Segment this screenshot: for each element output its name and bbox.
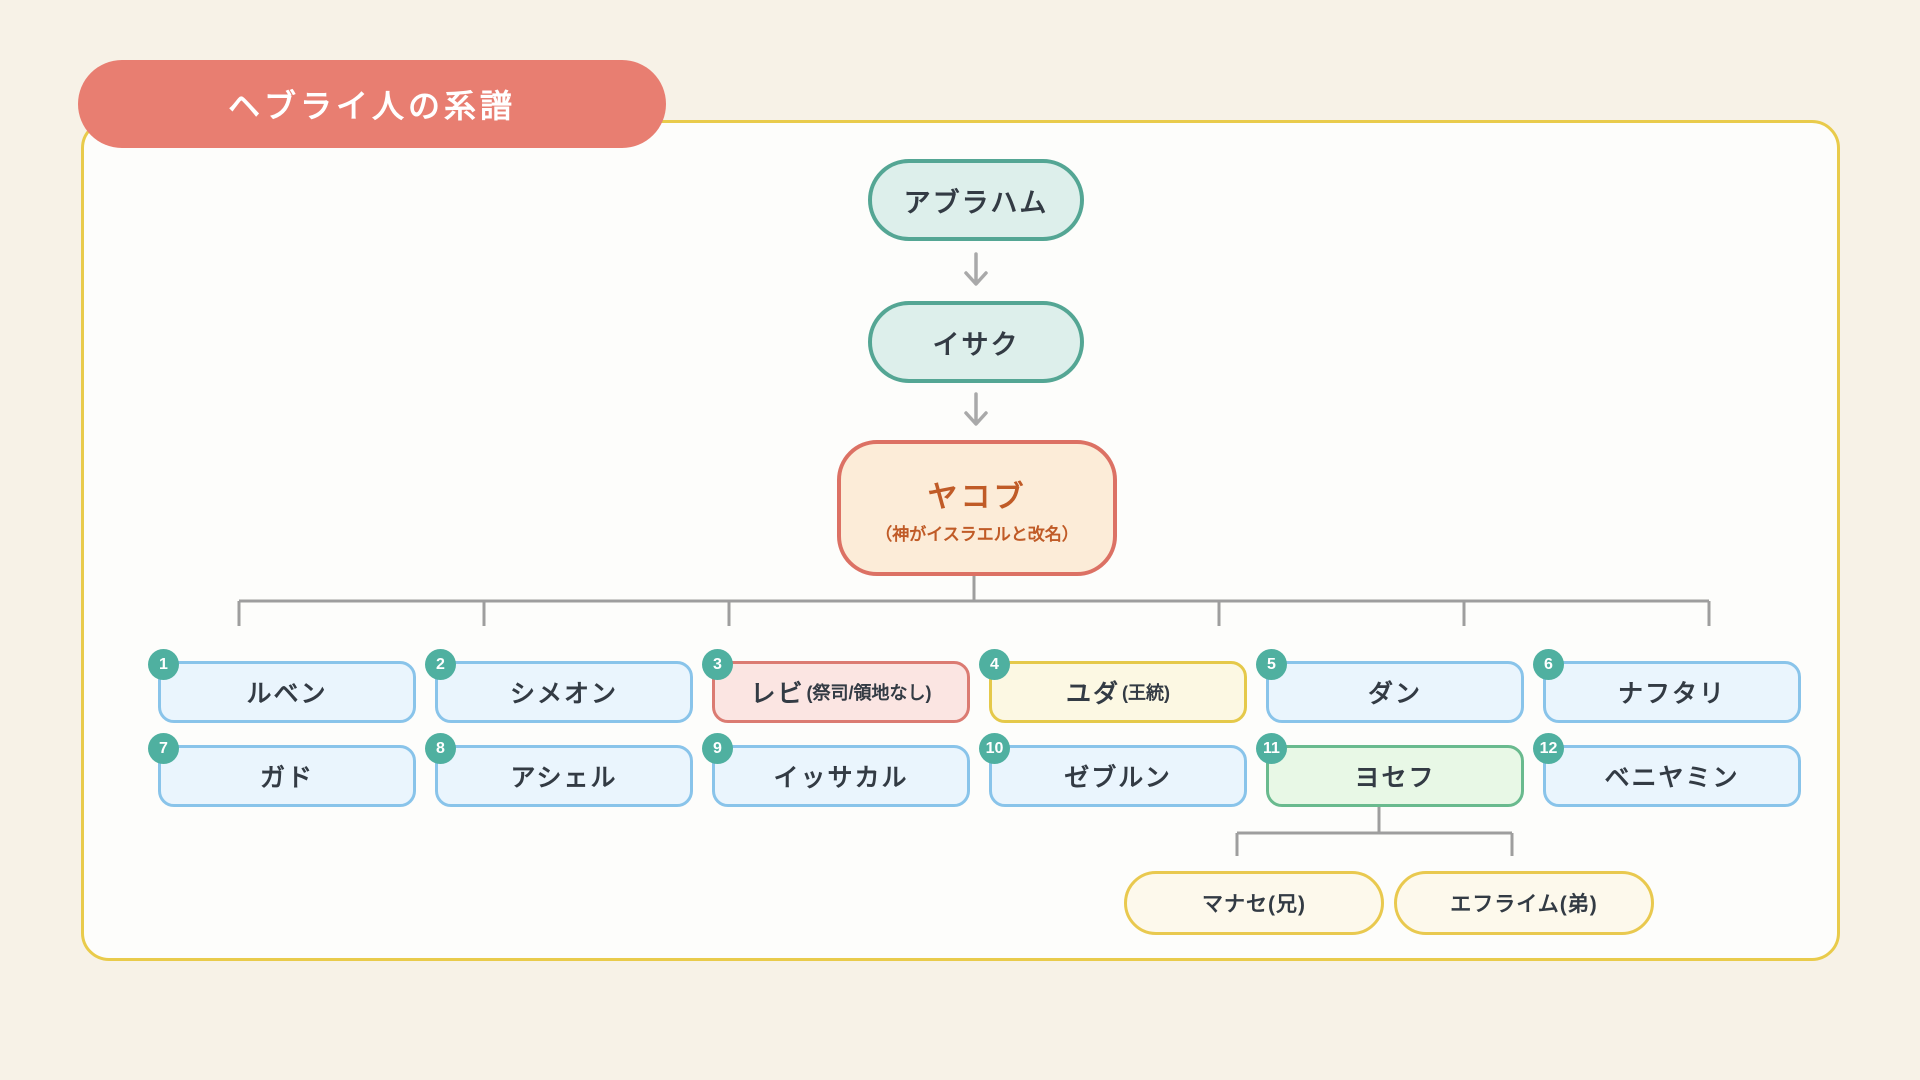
number-badge: 4 xyxy=(979,649,1010,680)
node-son-asher: 8 アシェル xyxy=(425,733,693,807)
son-label: ヨセフ xyxy=(1354,764,1436,792)
node-son-naphtali: 6 ナフタリ xyxy=(1533,649,1801,723)
son-label: ユダ xyxy=(1065,680,1120,708)
node-ephraim-label: エフライム(弟) xyxy=(1450,893,1598,916)
page-title: ヘブライ人の系譜 xyxy=(227,88,516,124)
down-arrow-icon xyxy=(964,392,988,426)
number-badge: 6 xyxy=(1533,649,1564,680)
number-badge: 11 xyxy=(1256,733,1287,764)
genealogy-panel: アブラハム イサク ヤコブ （神がイスラエルと改名） 1 ルベン 2 シメオン … xyxy=(81,120,1840,961)
son-label: ゼブルン xyxy=(1064,764,1172,792)
number-badge: 7 xyxy=(148,733,179,764)
down-arrow-icon xyxy=(964,252,988,286)
node-son-dan: 5 ダン xyxy=(1256,649,1524,723)
title-badge: ヘブライ人の系譜 xyxy=(78,60,666,148)
node-son-judah: 4 ユダ (王統) xyxy=(979,649,1247,723)
node-manasseh-label: マナセ(兄) xyxy=(1202,893,1306,916)
son-label: ベニヤミン xyxy=(1604,764,1740,792)
node-abraham: アブラハム xyxy=(868,159,1084,241)
number-badge: 12 xyxy=(1533,733,1564,764)
node-isaac: イサク xyxy=(868,301,1084,383)
number-badge: 8 xyxy=(425,733,456,764)
node-isaac-label: イサク xyxy=(932,329,1020,360)
node-son-zebulun: 10 ゼブルン xyxy=(979,733,1247,807)
number-badge: 9 xyxy=(702,733,733,764)
node-son-reuben: 1 ルベン xyxy=(148,649,416,723)
number-badge: 5 xyxy=(1256,649,1287,680)
son-label: ガド xyxy=(259,764,314,792)
node-son-simeon: 2 シメオン xyxy=(425,649,693,723)
number-badge: 2 xyxy=(425,649,456,680)
node-son-joseph: 11 ヨセフ xyxy=(1256,733,1524,807)
number-badge: 3 xyxy=(702,649,733,680)
node-jacob-note: （神がイスラエルと改名） xyxy=(875,524,1079,544)
node-manasseh: マナセ(兄) xyxy=(1124,871,1384,935)
number-badge: 10 xyxy=(979,733,1010,764)
node-ephraim: エフライム(弟) xyxy=(1394,871,1654,935)
node-son-issachar: 9 イッサカル xyxy=(702,733,970,807)
son-label: ナフタリ xyxy=(1617,680,1726,708)
node-jacob-label: ヤコブ xyxy=(927,480,1027,514)
node-son-levi: 3 レビ (祭司/領地なし) xyxy=(702,649,970,723)
node-son-gad: 7 ガド xyxy=(148,733,416,807)
son-label: アシェル xyxy=(510,764,618,792)
node-abraham-label: アブラハム xyxy=(903,187,1049,218)
son-label: シメオン xyxy=(509,680,618,708)
number-badge: 1 xyxy=(148,649,179,680)
node-jacob: ヤコブ （神がイスラエルと改名） xyxy=(837,440,1117,576)
son-label: レビ xyxy=(750,680,805,708)
son-annotation: (王統) xyxy=(1122,683,1170,703)
son-label: ルベン xyxy=(246,680,328,708)
son-label: イッサカル xyxy=(773,764,909,792)
son-annotation: (祭司/領地なし) xyxy=(806,683,932,703)
son-label: ダン xyxy=(1367,680,1422,708)
node-son-benjamin: 12 ベニヤミン xyxy=(1533,733,1801,807)
